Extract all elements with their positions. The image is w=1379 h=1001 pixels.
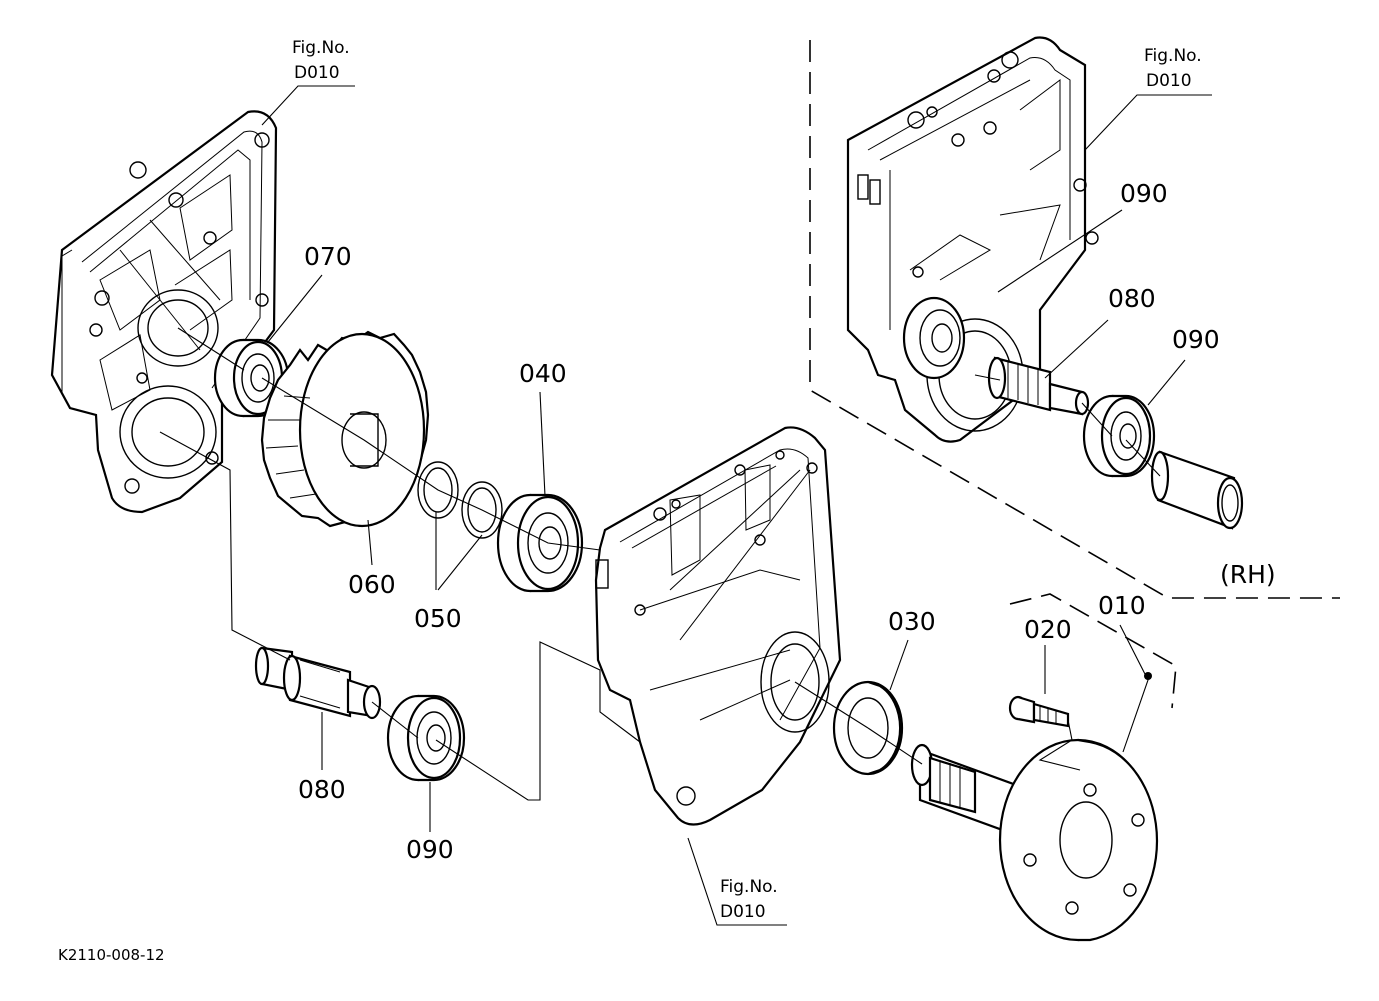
label-070: 070 [304, 242, 352, 271]
figure-ref-top-right: Fig.No. D010 [1144, 46, 1202, 91]
fig-ref-line2: D010 [720, 902, 766, 922]
bearing-040 [496, 493, 584, 593]
label-050: 050 [414, 604, 462, 633]
fig-ref-line1: Fig.No. [1144, 46, 1202, 66]
label-090-right-upper: 090 [1120, 179, 1168, 208]
label-010: 010 [1098, 591, 1146, 620]
snap-rings-050 [417, 461, 503, 539]
label-040: 040 [519, 359, 567, 388]
shaft-080-left [254, 646, 382, 720]
reference-dot [1144, 672, 1152, 680]
label-080-left: 080 [298, 775, 346, 804]
left-case-cover [50, 110, 278, 514]
assembly-lines [159, 327, 1161, 801]
sleeve-rh [1150, 450, 1244, 530]
side-label: (RH) [1220, 560, 1276, 589]
axle-flange-010 [910, 738, 1159, 942]
label-030: 030 [888, 607, 936, 636]
fig-ref-line2: D010 [1146, 71, 1192, 91]
figure-ref-top-left: Fig.No. D010 [292, 38, 350, 83]
figure-ref-bottom: Fig.No. D010 [720, 877, 778, 922]
bearing-090-right [1082, 394, 1156, 478]
fig-ref-line1: Fig.No. [720, 877, 778, 897]
label-leaders [261, 85, 1212, 926]
fig-ref-line1: Fig.No. [292, 38, 350, 58]
label-090-left: 090 [406, 835, 454, 864]
center-case [594, 426, 842, 826]
label-060: 060 [348, 570, 396, 599]
label-080-right: 080 [1108, 284, 1156, 313]
label-020: 020 [1024, 615, 1072, 644]
fig-ref-line2: D010 [294, 63, 340, 83]
label-090-right-lower: 090 [1172, 325, 1220, 354]
drawing-code: K2110-008-12 [58, 946, 165, 964]
rh-inset-case [846, 36, 1099, 443]
rh-dashed-outline [809, 40, 1340, 709]
hub-bolt-020 [1008, 695, 1070, 728]
bearing-090-left [386, 694, 466, 782]
